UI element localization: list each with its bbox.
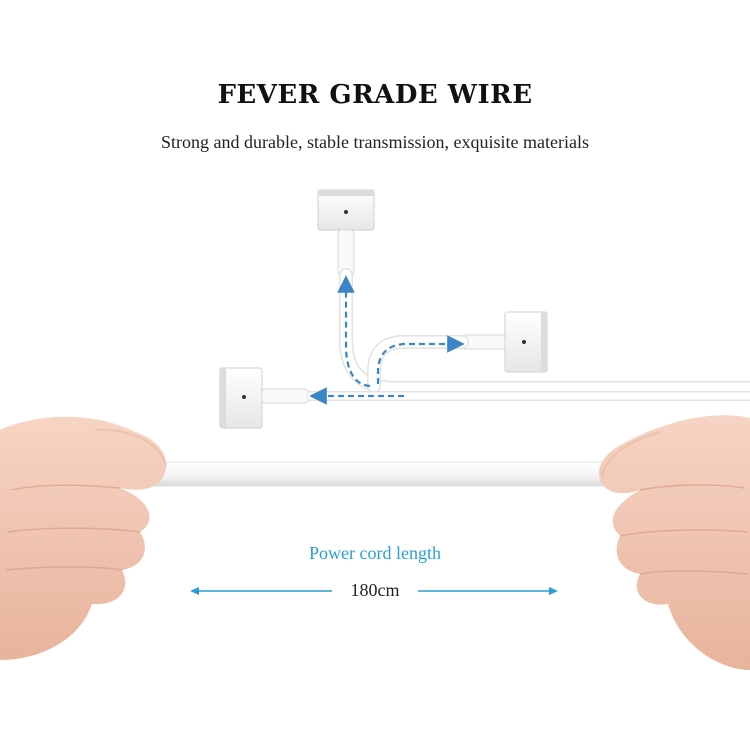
left-hand (0, 416, 167, 660)
cord-length-value: 180cm (350, 580, 400, 600)
page-title: FEVER GRADE WIRE (217, 80, 533, 110)
connector-top-icon (317, 189, 375, 276)
connector-right-icon (461, 311, 548, 373)
page-subtitle: Strong and durable, stable transmission,… (161, 132, 589, 152)
right-hand (599, 415, 750, 670)
dashed-arrow-icon (309, 275, 465, 405)
double-arrow-icon (190, 587, 558, 595)
connector-left-icon (219, 367, 309, 429)
cord-length-label: Power cord length (309, 543, 441, 563)
